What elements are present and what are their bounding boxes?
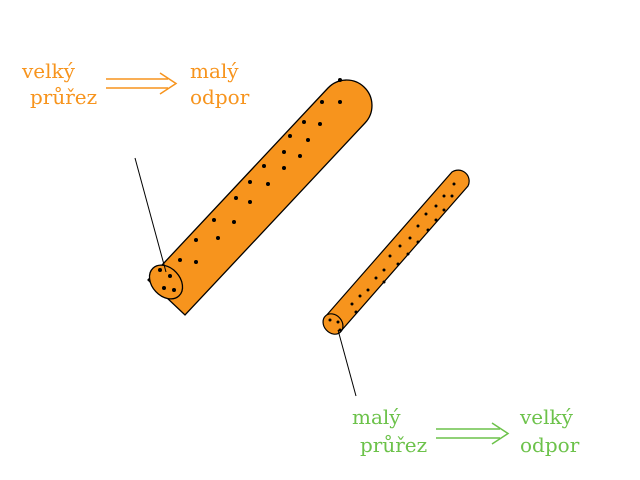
top-left-label-line1: velký xyxy=(22,59,75,83)
top-pointer-line xyxy=(134,157,167,273)
thick-wire xyxy=(147,78,373,316)
thin-wire-body xyxy=(324,169,470,332)
bottom-right-label-line2: odpor xyxy=(520,433,580,457)
bottom-left-label-line2: průřez xyxy=(360,433,428,457)
top-left-label-line2: průřez xyxy=(30,85,98,109)
bottom-double-arrow xyxy=(436,422,510,445)
bottom-pointer-line xyxy=(337,329,357,397)
thin-wire xyxy=(322,169,470,335)
bottom-right-label-line1: velký xyxy=(520,405,573,429)
thin-wire-cross-section xyxy=(322,313,344,335)
thin-wire-electrons xyxy=(328,182,456,332)
top-right-label-line1: malý xyxy=(190,59,239,83)
thick-wire-body xyxy=(147,79,373,316)
top-right-label-line2: odpor xyxy=(190,85,250,109)
bottom-left-label-line1: malý xyxy=(352,405,401,429)
top-double-arrow xyxy=(106,72,178,95)
thick-wire-electrons xyxy=(158,78,342,292)
